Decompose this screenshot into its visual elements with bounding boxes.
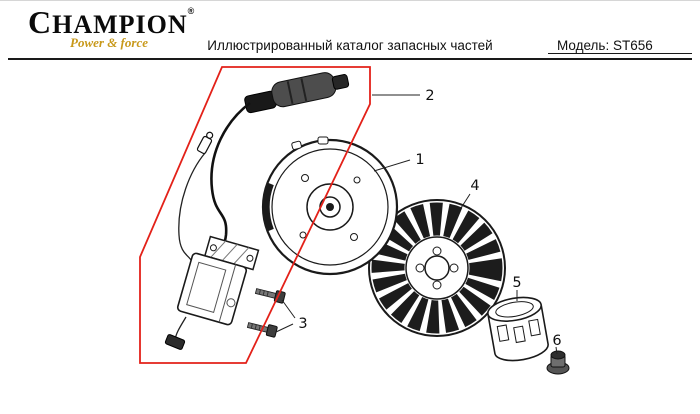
model-underline (548, 53, 692, 54)
fan-wheel (368, 199, 506, 337)
brand-name: CHAMPION (28, 4, 188, 40)
callout-leaders (275, 94, 558, 355)
fan-blades (371, 202, 503, 334)
page-title: Иллюстрированный каталог запасных частей (207, 38, 493, 53)
model-label: Модель: ST656 (557, 38, 653, 53)
brand-tagline: Power & force (70, 35, 148, 50)
flywheel-magnet (263, 182, 274, 232)
header-divider (8, 58, 692, 60)
wire-terminal (196, 131, 214, 155)
starter-cup (487, 296, 549, 362)
brand-row: CHAMPION® (28, 6, 194, 38)
callout-1: 1 (415, 152, 424, 168)
callout-4: 4 (470, 178, 479, 194)
header: CHAMPION® Power & force Иллюстрированный… (0, 1, 700, 60)
wire-connector (164, 334, 186, 350)
kill-switch-wire (178, 152, 206, 261)
highlight-outline (139, 66, 371, 364)
registered-trademark-icon: ® (187, 6, 195, 16)
coil-lower-wire (174, 316, 187, 341)
ignition-coil (176, 235, 260, 326)
callout-2: 2 (425, 88, 434, 104)
spark-plug-cap (244, 72, 350, 114)
callout-3: 3 (298, 316, 307, 332)
champion-logo: CHAMPION® Power & force (28, 6, 194, 49)
spark-plug-wire (210, 101, 251, 258)
flange-nut (546, 350, 570, 375)
callout-6: 6 (552, 333, 561, 349)
flywheel (261, 136, 399, 276)
callout-5: 5 (512, 275, 521, 291)
